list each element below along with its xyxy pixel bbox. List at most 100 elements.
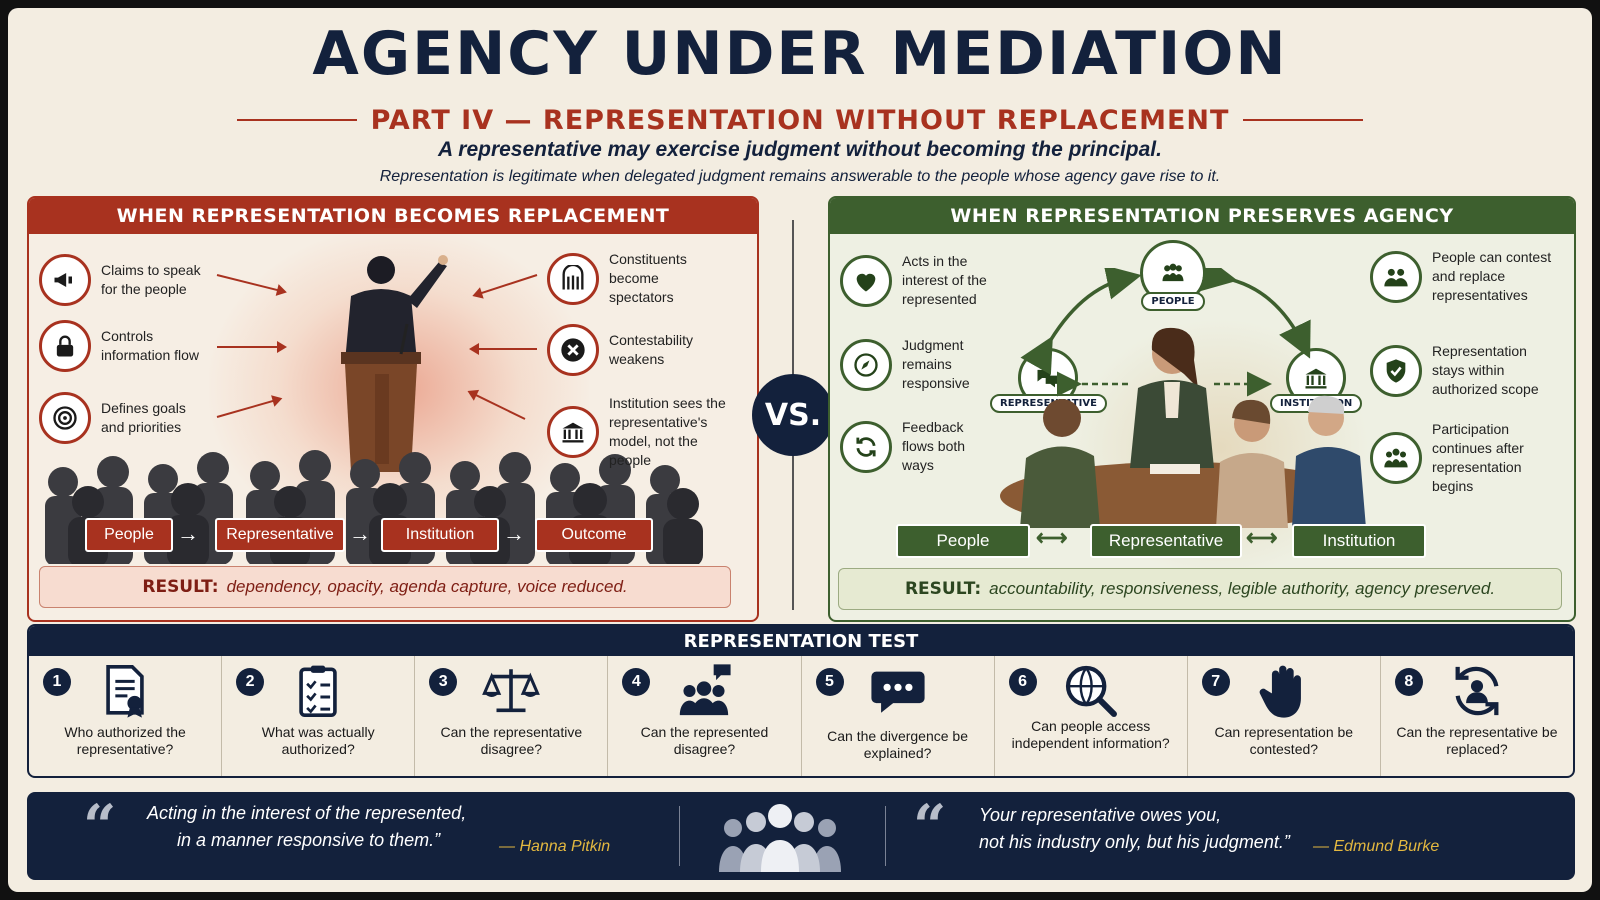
vs-badge: VS. (752, 374, 834, 456)
representation-test: REPRESENTATION TEST 1 Who authorized the… (27, 624, 1575, 778)
item-label: Participation continues after representa… (1432, 421, 1524, 494)
item-label: Feedback flows both ways (902, 419, 966, 473)
flow-arrow-both-1: ⟷ (1036, 525, 1068, 550)
quote-divider-right (885, 806, 886, 866)
test-number: 8 (1394, 668, 1423, 696)
tagline-detail: Representation is legitimate when delega… (379, 168, 1221, 185)
test-item: 2 What was actually authorized? (222, 656, 416, 776)
arrow-contestability (471, 348, 537, 350)
page-subtitle: PART IV — REPRESENTATION WITHOUT REPLACE… (370, 104, 1230, 136)
quote-line: not his industry only, but his judgment.… (979, 832, 1290, 852)
test-item: 7 Can representation be contested? (1188, 656, 1381, 776)
item-institution-sees: Institution sees the representative's mo… (547, 394, 739, 470)
compass-icon (840, 338, 892, 391)
flow-representative: Representative (215, 518, 345, 552)
test-number: 6 (1008, 668, 1037, 696)
megaphone-icon (39, 254, 91, 306)
item-contest-replace: People can contest and replace represent… (1370, 248, 1552, 305)
replacement-result: RESULT: dependency, opacity, agenda capt… (39, 566, 731, 608)
quote-line: Your representative owes you, (979, 805, 1222, 825)
quote-pitkin: Acting in the interest of the represente… (147, 800, 466, 854)
flow-institution: Institution (381, 518, 499, 552)
test-question: Can people access independent informatio… (1011, 718, 1170, 751)
test-question: Can the represented disagree? (640, 724, 769, 757)
x-circle-icon (547, 324, 599, 376)
arrow-controls (217, 341, 287, 353)
item-contestability: Contestability weakens (547, 324, 709, 376)
checklist-icon (299, 665, 337, 717)
preserves-panel-title: WHEN REPRESENTATION PRESERVES AGENCY (830, 198, 1574, 234)
infographic-page: AGENCY UNDER MEDIATION PART IV — REPRESE… (8, 8, 1592, 892)
community-icon (719, 804, 841, 872)
item-label: Claims to speak for the people (101, 262, 201, 297)
item-authorized-scope: Representation stays within authorized s… (1370, 342, 1552, 399)
test-row: 1 Who authorized the representative? 2 W… (29, 656, 1573, 776)
flow-arrow-3: → (503, 521, 525, 546)
item-label: Representation stays within authorized s… (1432, 343, 1539, 397)
quote-author: — Hanna Pitkin (499, 838, 611, 855)
heart-icon (840, 254, 892, 307)
raised-hand-icon (1259, 665, 1301, 718)
test-number: 4 (622, 668, 651, 696)
item-feedback-flows: Feedback flows both ways (840, 418, 998, 475)
quote-mark-icon: “ (913, 792, 947, 860)
group-icon (1370, 250, 1422, 303)
result-label: RESULT: (142, 577, 219, 597)
quote-author: — Edmund Burke (1313, 838, 1440, 855)
speech-bubble-icon (870, 671, 925, 713)
test-item: 8 Can the representative be replaced? (1381, 656, 1573, 776)
preserves-result: RESULT: accountability, responsiveness, … (838, 568, 1562, 610)
item-label: Judgment remains responsive (902, 337, 970, 391)
test-item: 4 Can the represented disagree? (608, 656, 802, 776)
test-item: 6 Can people access independent informat… (995, 656, 1188, 776)
quote-line: in a manner responsive to them.” (177, 830, 441, 850)
item-label: Constituents become spectators (609, 251, 687, 305)
subtitle-rule-right (1243, 119, 1364, 121)
item-label: Controls information flow (101, 328, 200, 363)
collaboration-illustration (1000, 268, 1366, 528)
test-item: 3 Can the representative disagree? (415, 656, 609, 776)
flow-arrow-both-2: ⟷ (1246, 525, 1278, 550)
quote-bar: “ Acting in the interest of the represen… (27, 792, 1575, 880)
lock-icon (39, 320, 91, 372)
person-cycle-icon (1455, 666, 1499, 716)
item-label: Defines goals and priorities (101, 400, 186, 435)
quote-mark-icon: “ (83, 792, 117, 860)
test-question: What was actually authorized? (261, 724, 375, 757)
test-number: 2 (236, 668, 265, 696)
scales-icon (482, 669, 541, 713)
test-number: 1 (43, 668, 71, 696)
page-title: AGENCY UNDER MEDIATION (312, 19, 1288, 89)
institution-icon (547, 406, 599, 458)
quote-line: Acting in the interest of the represente… (147, 803, 467, 823)
item-label: People can contest and replace represent… (1432, 249, 1552, 303)
flow-people: People (85, 518, 173, 552)
quote-burke: Your representative owes you, not his in… (979, 802, 1290, 856)
flow-institution: Institution (1292, 524, 1426, 558)
item-label: Contestability weakens (609, 332, 694, 367)
target-icon (39, 392, 91, 444)
test-question: Can the representative disagree? (440, 724, 583, 757)
result-text: accountability, responsiveness, legible … (989, 579, 1496, 598)
result-label: RESULT: (904, 579, 982, 599)
preserves-panel: WHEN REPRESENTATION PRESERVES AGENCY Act… (828, 196, 1576, 622)
item-acts-in-interest: Acts in the interest of the represented (840, 252, 998, 309)
result-text: dependency, opacity, agenda capture, voi… (226, 577, 628, 596)
test-question: Can the divergence be explained? (827, 728, 968, 761)
test-item: 5 Can the divergence be explained? (802, 656, 995, 776)
subtitle-rule-left (236, 119, 357, 121)
node-people: PEOPLE (1140, 240, 1206, 311)
cycle-icon (840, 420, 892, 473)
subtitle-row: PART IV — REPRESENTATION WITHOUT REPLACE… (8, 100, 1592, 140)
test-title: REPRESENTATION TEST (29, 626, 1573, 656)
gate-icon (547, 252, 599, 305)
quote-divider-left (679, 806, 680, 866)
podium-speaker-illustration (341, 255, 448, 472)
group-speech-icon (680, 664, 732, 716)
test-question: Can the representative be replaced? (1396, 724, 1558, 757)
globe-search-icon (1065, 665, 1117, 717)
item-label: Institution sees the representative's mo… (609, 395, 726, 468)
test-item: 1 Who authorized the representative? (29, 656, 223, 776)
replacement-panel: WHEN REPRESENTATION BECOMES REPLACEMENT (27, 196, 759, 622)
item-label: Acts in the interest of the represented (902, 253, 987, 307)
